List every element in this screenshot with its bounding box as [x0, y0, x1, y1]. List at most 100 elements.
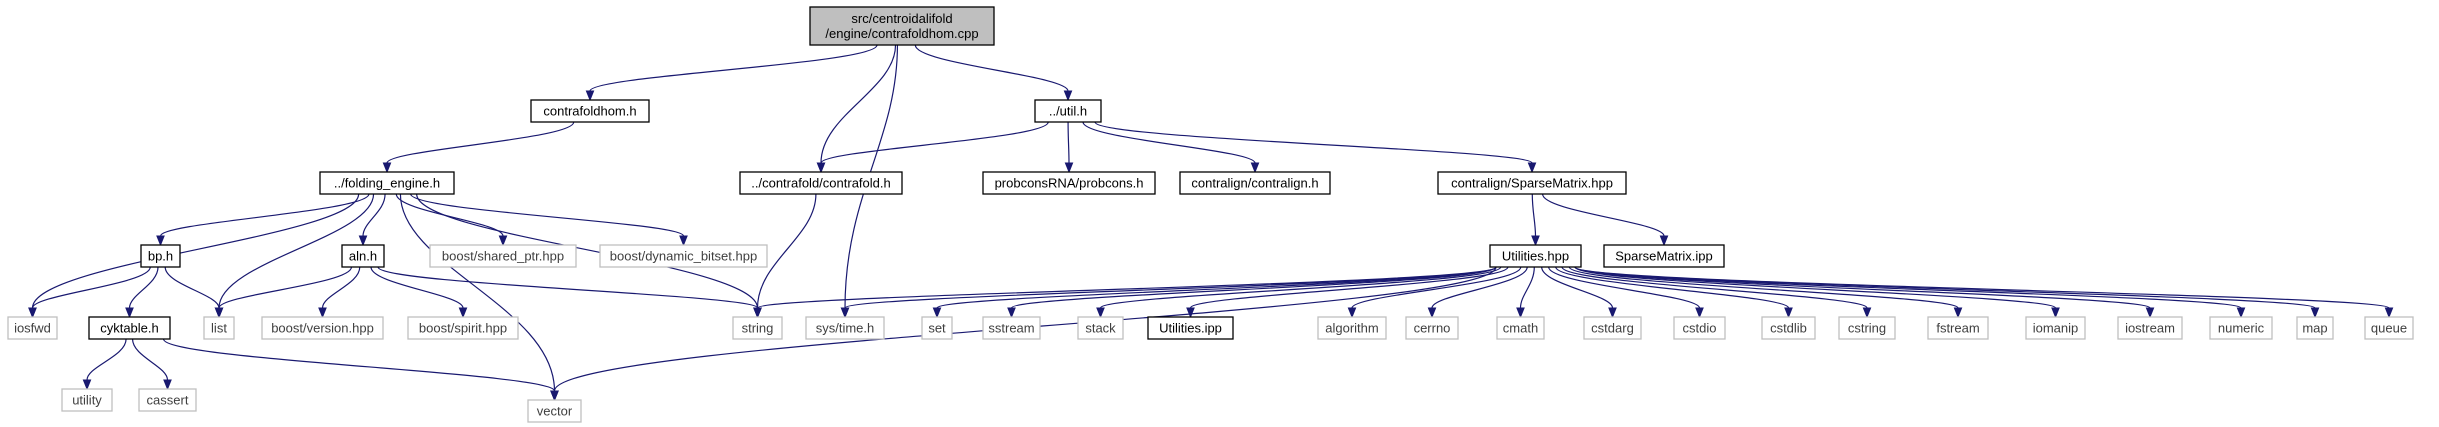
- node-box: [1496, 316, 1545, 340]
- node-sparsematrix-ipp[interactable]: SparseMatrix.ipp: [1603, 244, 1725, 268]
- edge-utilities_hpp-to-map: [1574, 266, 2320, 319]
- node-box: [1603, 244, 1725, 268]
- edge-line: [1189, 266, 1509, 309]
- edge-utilities_hpp-to-cstdarg: [1541, 266, 1617, 319]
- node-cstdarg: cstdarg: [1583, 316, 1642, 340]
- arrowhead: [2236, 307, 2246, 319]
- edge-line: [1094, 121, 1533, 164]
- node-box: [809, 6, 995, 46]
- node-box: [2117, 316, 2183, 340]
- node-contralign-h[interactable]: contralign/contralign.h: [1179, 171, 1331, 195]
- node-box: [530, 99, 650, 123]
- node-box: [1317, 316, 1387, 340]
- edge-util_h-to-contrafold_h: [816, 121, 1049, 174]
- node-label: boost/version.hpp: [271, 321, 374, 336]
- node-label: contrafoldhom.h: [543, 104, 636, 119]
- node-folding-engine-h[interactable]: ../folding_engine.h: [319, 171, 455, 195]
- edge-root-to-util_h: [914, 44, 1073, 102]
- edge-utilities_hpp-to-cstdlib: [1555, 266, 1793, 319]
- node-label: vector: [537, 404, 573, 419]
- edge-cyktable_h-to-vector: [162, 338, 559, 402]
- arrowhead: [214, 307, 224, 319]
- node-bp-h[interactable]: bp.h: [140, 244, 181, 268]
- edge-folding_engine_h-to-dynamic_bitset: [410, 193, 688, 247]
- node-contrafold-h[interactable]: ../contrafold/contrafold.h: [739, 171, 903, 195]
- node-util-h[interactable]: ../util.h: [1034, 99, 1102, 123]
- node-shared-ptr: boost/shared_ptr.hpp: [429, 244, 577, 268]
- node-root[interactable]: src/centroidalifold/engine/contrafoldhom…: [809, 6, 995, 46]
- node-stack: stack: [1077, 316, 1124, 340]
- node-box: [732, 316, 783, 340]
- edge-root-to-contrafoldhom_h: [585, 44, 878, 102]
- node-box: [1489, 244, 1582, 268]
- node-box: [1034, 99, 1102, 123]
- edge-line: [844, 44, 899, 309]
- node-sstream: sstream: [982, 316, 1041, 340]
- edge-utilities_hpp-to-cstdio: [1548, 266, 1704, 319]
- edge-line: [1519, 266, 1535, 309]
- node-box: [1077, 316, 1124, 340]
- node-utilities-ipp[interactable]: Utilities.ipp: [1147, 316, 1234, 340]
- node-utilities-hpp[interactable]: Utilities.hpp: [1489, 244, 1582, 268]
- node-fstream: fstream: [1927, 316, 1989, 340]
- node-cstdlib: cstdlib: [1761, 316, 1816, 340]
- edge-line: [131, 338, 169, 381]
- node-label: set: [928, 321, 946, 336]
- arrowhead: [753, 307, 762, 319]
- edge-line: [386, 121, 575, 164]
- node-sparsematrix-hpp[interactable]: contralign/SparseMatrix.hpp: [1437, 171, 1627, 195]
- edge-folding_engine_h-to-aln_h: [358, 193, 386, 247]
- nodes-layer: src/centroidalifold/engine/contrafoldhom…: [7, 6, 2414, 423]
- edge-line: [410, 193, 685, 237]
- node-utility: utility: [61, 388, 113, 412]
- arrowhead: [125, 307, 134, 319]
- node-box: [140, 244, 181, 268]
- edge-line: [1099, 266, 1502, 309]
- edge-line: [1561, 266, 1868, 309]
- edge-line: [1541, 193, 1665, 237]
- edge-cyktable_h-to-utility: [82, 338, 127, 391]
- arrowhead: [2051, 307, 2060, 319]
- arrowhead: [679, 235, 688, 247]
- edge-folding_engine_h-to-vector: [399, 193, 559, 402]
- node-label: iostream: [2125, 321, 2175, 336]
- node-label: stack: [1085, 321, 1116, 336]
- node-contrafoldhom-h[interactable]: contrafoldhom.h: [530, 99, 650, 123]
- edge-line: [820, 121, 1049, 164]
- arrowhead: [358, 235, 368, 247]
- arrowhead: [1427, 307, 1437, 319]
- edge-sparsematrix_hpp-to-sparsematrix_ipp: [1541, 193, 1669, 247]
- node-box: [1761, 316, 1816, 340]
- node-label: aln.h: [349, 249, 377, 264]
- edge-utilities_hpp-to-cstring: [1561, 266, 1872, 319]
- edge-aln_h-to-string: [377, 266, 762, 319]
- node-probcons-h[interactable]: probconsRNA/probcons.h: [982, 171, 1156, 195]
- node-box: [138, 388, 197, 412]
- node-label: contralign/SparseMatrix.hpp: [1451, 176, 1613, 191]
- node-label: cerrno: [1414, 321, 1451, 336]
- edge-line: [31, 266, 151, 309]
- node-box: [805, 316, 885, 340]
- node-list: list: [203, 316, 235, 340]
- node-cyktable-h[interactable]: cyktable.h: [88, 316, 171, 340]
- node-box: [1437, 171, 1627, 195]
- edge-utilities_hpp-to-set: [932, 266, 1497, 319]
- node-numeric: numeric: [2209, 316, 2273, 340]
- node-label: cmath: [1503, 321, 1538, 336]
- arrowhead: [1659, 235, 1669, 247]
- node-box: [982, 316, 1041, 340]
- edge-line: [820, 44, 897, 164]
- edge-line: [1431, 266, 1528, 309]
- edge-utilities_hpp-to-stack: [1096, 266, 1502, 319]
- arrowhead: [318, 307, 327, 319]
- edge-line: [1531, 193, 1537, 237]
- node-aln-h[interactable]: aln.h: [341, 244, 385, 268]
- edge-bp_h-to-iosfwd: [28, 266, 151, 319]
- node-box: [407, 316, 519, 340]
- node-label: sys/time.h: [816, 321, 875, 336]
- edge-folding_engine_h-to-bp_h: [156, 193, 370, 247]
- node-set: set: [921, 316, 953, 340]
- edge-line: [1541, 266, 1614, 309]
- arrowhead: [28, 307, 37, 319]
- edge-line: [936, 266, 1497, 309]
